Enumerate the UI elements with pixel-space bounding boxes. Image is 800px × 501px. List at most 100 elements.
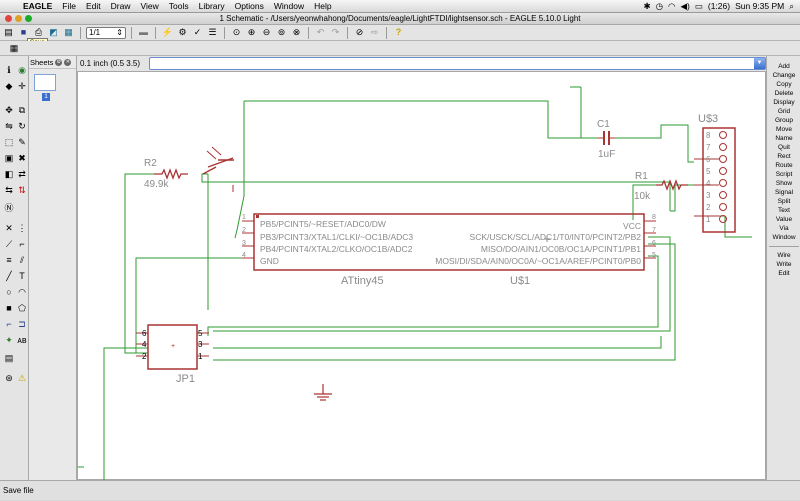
- cam-processor-icon[interactable]: ◩: [47, 26, 60, 39]
- command-button-split[interactable]: Split: [767, 197, 800, 206]
- command-button-name[interactable]: Name: [767, 134, 800, 143]
- command-button-change[interactable]: Change: [767, 71, 800, 80]
- command-button-via[interactable]: Via: [767, 224, 800, 233]
- menu-eagle[interactable]: EAGLE: [18, 0, 57, 13]
- label-icon[interactable]: ᴀʙ: [16, 334, 28, 346]
- go-icon[interactable]: ⇨: [368, 26, 381, 39]
- invoke-icon[interactable]: ≡: [3, 254, 15, 266]
- junction-icon[interactable]: ✦: [3, 334, 15, 346]
- time-machine-icon[interactable]: ◷: [656, 1, 663, 12]
- replace-icon[interactable]: ⇆: [3, 184, 15, 196]
- bluetooth-icon[interactable]: ✱: [644, 1, 651, 12]
- group-icon[interactable]: ⬚: [3, 136, 15, 148]
- text-icon[interactable]: T: [16, 270, 28, 282]
- chevron-down-icon[interactable]: ▼: [754, 58, 765, 69]
- zoom-window-icon[interactable]: [25, 15, 32, 22]
- ground-symbol[interactable]: [314, 384, 332, 400]
- minimize-window-icon[interactable]: [15, 15, 22, 22]
- command-button-move[interactable]: Move: [767, 125, 800, 134]
- wifi-icon[interactable]: ◠: [668, 1, 675, 12]
- menu-file[interactable]: File: [57, 0, 81, 13]
- sheet-settings-icon[interactable]: ⚙: [55, 59, 62, 66]
- open-icon[interactable]: ▤: [2, 26, 15, 39]
- schematic-canvas[interactable]: 1 PB5/PCINT5/~RESET/ADC0/DW 2 PB3/PCINT3…: [77, 71, 766, 480]
- net-pin5[interactable]: [208, 256, 658, 336]
- grid-icon[interactable]: ▦: [8, 43, 20, 54]
- split-icon[interactable]: ⟋: [3, 238, 15, 250]
- command-button-add[interactable]: Add: [767, 62, 800, 71]
- command-button-route[interactable]: Route: [767, 161, 800, 170]
- resistor-r1[interactable]: R1 10k: [634, 171, 688, 202]
- undo-icon[interactable]: ↶: [314, 26, 327, 39]
- smash-icon[interactable]: ⋮: [16, 222, 28, 234]
- drc-icon[interactable]: ☰: [206, 26, 219, 39]
- command-button-grid[interactable]: Grid: [767, 107, 800, 116]
- mark-icon[interactable]: ✛: [16, 80, 28, 92]
- bus-route-icon[interactable]: ⊐: [16, 318, 28, 330]
- gateswap-icon[interactable]: ⇅: [16, 184, 28, 196]
- board-switch-icon[interactable]: ▦: [62, 26, 75, 39]
- script-icon[interactable]: ⚡: [161, 26, 174, 39]
- command-button-show[interactable]: Show: [767, 179, 800, 188]
- command-button-group[interactable]: Group: [767, 116, 800, 125]
- command-input[interactable]: ▼: [149, 57, 766, 70]
- net-photo-bus[interactable]: [202, 174, 670, 211]
- menu-view[interactable]: View: [135, 0, 163, 13]
- battery-time[interactable]: (1:26): [708, 1, 730, 11]
- menu-library[interactable]: Library: [194, 0, 230, 13]
- menu-draw[interactable]: Draw: [106, 0, 136, 13]
- sheet-close-icon[interactable]: ✕: [64, 59, 71, 66]
- display-icon[interactable]: ◆: [3, 80, 15, 92]
- delete-icon[interactable]: ✖: [16, 152, 28, 164]
- battery-icon[interactable]: ▭: [695, 1, 703, 12]
- ic-attiny45[interactable]: 1 PB5/PCINT5/~RESET/ADC0/DW 2 PB3/PCINT3…: [242, 214, 656, 287]
- erc-check-icon[interactable]: ⊛: [3, 372, 15, 384]
- menu-options[interactable]: Options: [230, 0, 269, 13]
- net-jp1-right[interactable]: [213, 336, 661, 348]
- zoom-select-icon[interactable]: ⊗: [290, 26, 303, 39]
- help-icon[interactable]: ?: [392, 26, 405, 39]
- copy-icon[interactable]: ⧉: [16, 104, 28, 116]
- erc-icon[interactable]: ✓: [191, 26, 204, 39]
- sheet-thumbnail[interactable]: [34, 74, 56, 91]
- spotlight-icon[interactable]: ⌕: [789, 1, 794, 12]
- value-icon[interactable]: ✕: [3, 222, 15, 234]
- paste-icon[interactable]: ▣: [3, 152, 15, 164]
- capacitor-c1[interactable]: C1 1uF: [597, 119, 615, 160]
- sheet-number[interactable]: 1: [42, 93, 50, 101]
- miter-icon[interactable]: ⌐: [16, 238, 28, 250]
- clock[interactable]: Sun 9:35 PM: [735, 1, 784, 11]
- attribute-icon[interactable]: ▤: [3, 352, 15, 364]
- info-icon[interactable]: ℹ: [3, 64, 15, 76]
- command-button-copy[interactable]: Copy: [767, 80, 800, 89]
- header-jp1[interactable]: + 6 5 4 3 2 1 JP1: [136, 325, 209, 385]
- stop-icon[interactable]: ⊘: [353, 26, 366, 39]
- command-button-script[interactable]: Script: [767, 170, 800, 179]
- menu-edit[interactable]: Edit: [81, 0, 106, 13]
- change-icon[interactable]: ✎: [16, 136, 28, 148]
- use-library-icon[interactable]: ▬: [137, 26, 150, 39]
- arc-icon[interactable]: ◠: [16, 286, 28, 298]
- zoom-redraw-icon[interactable]: ⊚: [275, 26, 288, 39]
- redo-icon[interactable]: ↷: [329, 26, 342, 39]
- command-button-value[interactable]: Value: [767, 215, 800, 224]
- command-button-window[interactable]: Window: [767, 233, 800, 242]
- command-button-signal[interactable]: Signal: [767, 188, 800, 197]
- zoom-in-icon[interactable]: ⊕: [245, 26, 258, 39]
- menu-help[interactable]: Help: [309, 0, 336, 13]
- zoom-out-icon[interactable]: ⊖: [260, 26, 273, 39]
- command-button-delete[interactable]: Delete: [767, 89, 800, 98]
- net-r2-left[interactable]: [125, 174, 154, 353]
- menu-tools[interactable]: Tools: [164, 0, 194, 13]
- command-button-wire[interactable]: Wire: [767, 251, 800, 260]
- wire-icon[interactable]: ╱: [3, 270, 15, 282]
- volume-icon[interactable]: ◀): [680, 1, 689, 12]
- net-c1-left[interactable]: [244, 101, 598, 138]
- close-window-icon[interactable]: [5, 15, 12, 22]
- command-button-edit[interactable]: Edit: [767, 269, 800, 278]
- move-icon[interactable]: ✥: [3, 104, 15, 116]
- bus-icon[interactable]: ⫽: [16, 254, 28, 266]
- rect-icon[interactable]: ■: [3, 302, 15, 314]
- add-icon[interactable]: ◧: [3, 168, 15, 180]
- rotate-icon[interactable]: ↻: [16, 120, 28, 132]
